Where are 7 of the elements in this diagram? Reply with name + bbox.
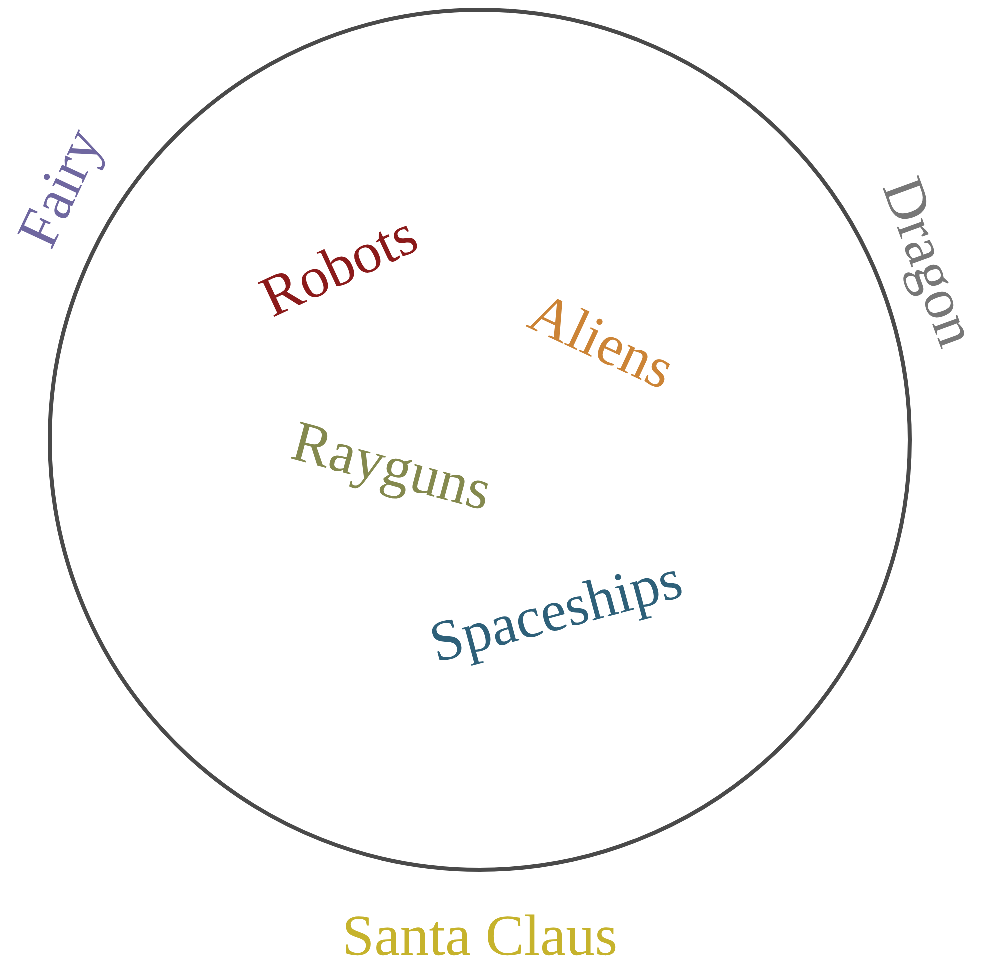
word-label: Santa Claus	[342, 907, 618, 965]
word-label: Spaceships	[424, 550, 688, 672]
word-label: Rayguns	[286, 412, 498, 520]
word-label: Aliens	[521, 282, 683, 400]
word-label: Fairy	[8, 120, 112, 256]
word-label: Robots	[252, 204, 426, 328]
word-label: Dragon	[873, 170, 987, 354]
